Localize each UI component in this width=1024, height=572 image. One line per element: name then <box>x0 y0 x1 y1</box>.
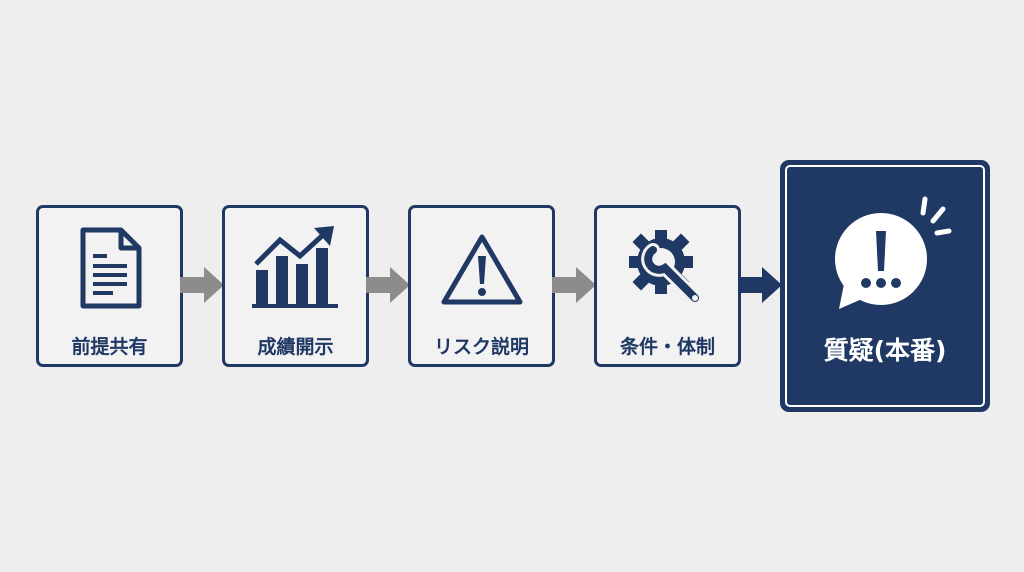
step-4-label: 条件・体制 <box>619 336 715 358</box>
document-icon <box>39 226 180 310</box>
final-step-label: 質疑(本番) <box>823 336 947 365</box>
step-2-box: 成績開示 <box>222 205 369 367</box>
step-1-box: 前提共有 <box>36 205 183 367</box>
step-4-box: 条件・体制 <box>594 205 741 367</box>
arrow-right-icon <box>738 267 782 303</box>
final-step-box: 質疑(本番) <box>781 161 989 411</box>
gear-wrench-icon <box>597 226 738 314</box>
warning-triangle-icon <box>411 232 552 308</box>
arrow-right-icon <box>552 267 596 303</box>
step-3-label: リスク説明 <box>433 336 529 358</box>
speech-bubble-exclamation-icon <box>825 187 955 321</box>
step-3-box: リスク説明 <box>408 205 555 367</box>
bar-chart-trend-icon <box>225 226 366 312</box>
step-2-label: 成績開示 <box>257 336 334 358</box>
arrow-right-icon <box>180 267 224 303</box>
arrow-right-icon <box>366 267 410 303</box>
final-step-inner-border <box>785 165 985 407</box>
step-1-label: 前提共有 <box>71 336 148 358</box>
